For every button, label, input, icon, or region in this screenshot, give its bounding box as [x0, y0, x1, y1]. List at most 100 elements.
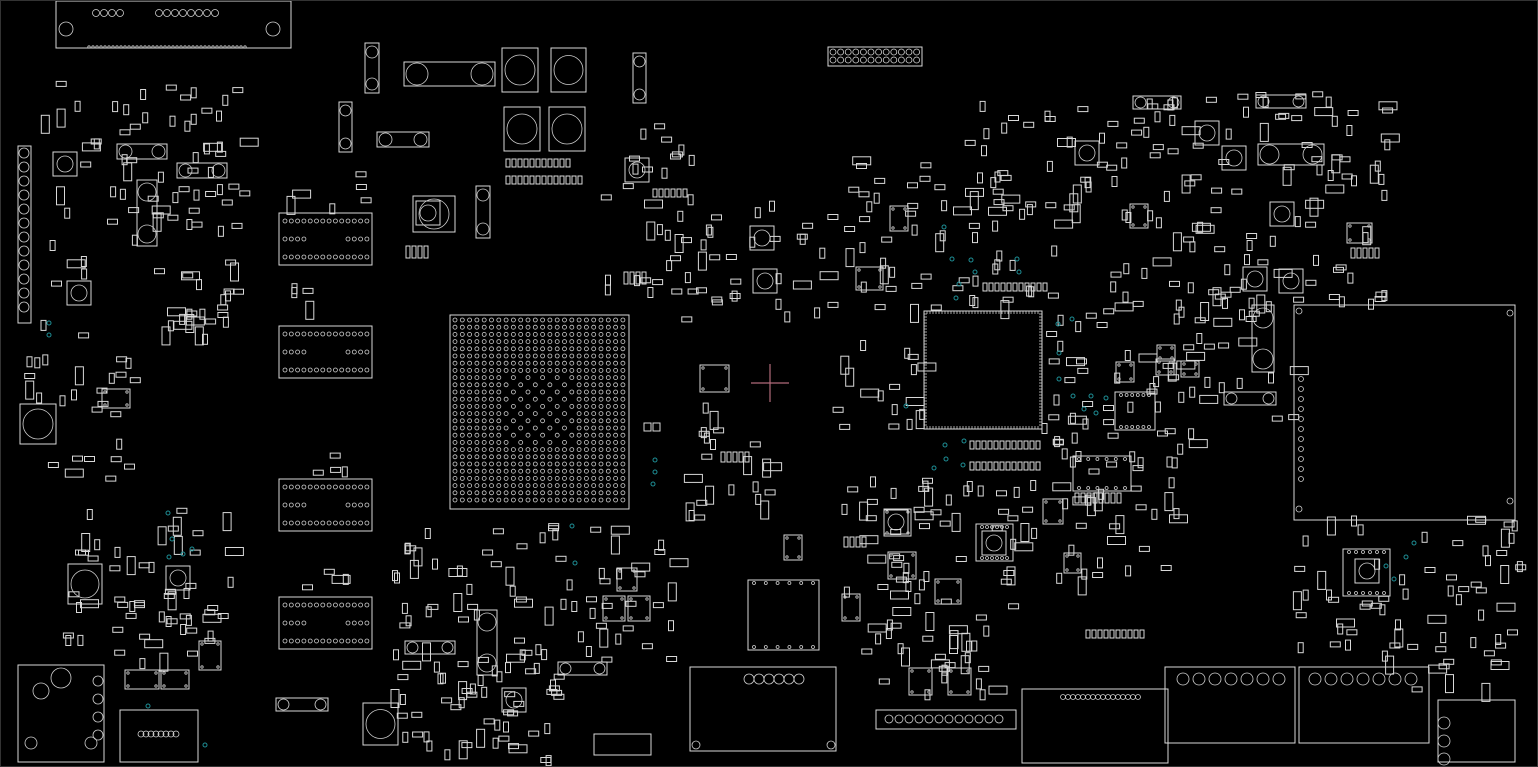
passive-outline: [1411, 686, 1423, 693]
pin-pad: [540, 353, 545, 359]
pin-pad: [875, 56, 882, 64]
pin-pad: [591, 382, 597, 388]
passive-outline: [1020, 523, 1030, 542]
passive-outline: [1149, 152, 1161, 159]
crystal-outline: [275, 697, 329, 712]
pin-pad: [452, 353, 458, 359]
array-pin: [981, 461, 987, 471]
passive-outline: [1374, 558, 1381, 570]
array-pin: [1006, 282, 1012, 292]
passive-outline: [1146, 388, 1158, 395]
pin-pad: [307, 218, 313, 224]
passive-outline: [110, 411, 122, 418]
pin-pad: [172, 730, 180, 738]
pin-pad: [496, 418, 502, 424]
passive-outline: [958, 277, 970, 284]
passive-outline: [914, 511, 934, 521]
pin-pad: [518, 339, 524, 345]
passive-outline: [1325, 96, 1332, 108]
pin-pad: [481, 454, 487, 460]
pin-pad: [598, 497, 604, 503]
passive-outline: [923, 571, 930, 582]
passive-outline: [975, 614, 987, 621]
pin-pad: [724, 366, 728, 370]
array-pin: [993, 461, 999, 471]
passive-outline: [1124, 350, 1131, 361]
pin-pad: [569, 432, 575, 438]
pin-pad: [540, 367, 545, 373]
ic-outline: [947, 667, 972, 696]
pin-pad: [613, 447, 618, 453]
pin-pad: [481, 375, 487, 381]
passive-outline: [1000, 300, 1010, 320]
passive-outline: [216, 141, 223, 153]
pin-pad: [799, 581, 804, 585]
pin-pad: [949, 669, 953, 673]
passive-outline: [1030, 480, 1037, 491]
passive-outline: [432, 558, 438, 570]
pin-pad: [163, 9, 171, 17]
pin-pad: [282, 236, 288, 242]
pin-pad: [295, 638, 301, 644]
pin-pad: [1298, 426, 1304, 432]
pin-pad: [518, 461, 524, 467]
passive-outline: [684, 272, 691, 284]
passive-outline: [1314, 107, 1334, 117]
pin-pad: [474, 475, 480, 481]
passive-outline: [969, 295, 976, 306]
passive-outline: [654, 123, 666, 130]
passive-outline: [972, 275, 979, 287]
passive-outline: [56, 186, 65, 206]
passive-outline: [178, 186, 190, 193]
pin-pad: [481, 339, 487, 345]
pin-pad: [496, 490, 502, 496]
pin-pad: [503, 468, 509, 474]
pin-pad: [633, 55, 646, 68]
passive-outline: [860, 388, 880, 398]
passive-outline: [1200, 302, 1210, 321]
passive-outline: [731, 290, 738, 302]
passive-outline: [194, 326, 204, 346]
electrolytic-cap-outline: [67, 563, 103, 605]
pin-pad: [576, 468, 582, 474]
pin-pad: [598, 461, 604, 467]
pin-pad: [1367, 224, 1371, 228]
pin-pad: [1125, 694, 1131, 700]
pin-pad: [345, 620, 351, 626]
pin-pad: [576, 367, 582, 373]
pin-pad: [620, 389, 626, 395]
passive-outline: [1214, 246, 1226, 253]
pin-pad: [18, 245, 30, 257]
pin-pad: [1298, 376, 1304, 382]
passive-outline: [711, 296, 723, 303]
pin-pad: [467, 490, 473, 496]
passive-outline: [1147, 210, 1154, 222]
ic-outline: [1072, 455, 1132, 492]
passive-outline: [1181, 174, 1191, 194]
pin-pad: [481, 331, 487, 337]
array-pin: [1091, 629, 1097, 639]
passive-outline: [670, 255, 681, 262]
pin-pad: [613, 468, 618, 474]
pin-pad: [525, 475, 531, 481]
passive-outline: [109, 565, 121, 572]
passive-outline: [72, 455, 83, 462]
pin-pad: [1246, 270, 1264, 288]
pin-pad: [1058, 519, 1062, 523]
passive-outline: [1010, 538, 1017, 550]
pin-pad: [591, 317, 597, 323]
pin-pad: [314, 638, 319, 644]
pin-pad: [503, 367, 509, 373]
passive-outline: [56, 108, 66, 128]
passive-outline: [399, 622, 411, 629]
array-pin: [658, 188, 664, 198]
pin-pad: [990, 556, 994, 560]
passive-outline: [1379, 604, 1386, 616]
passive-outline: [1205, 96, 1217, 103]
pin-pad: [511, 418, 516, 424]
pin-pad: [1080, 694, 1086, 700]
pin-pad: [511, 375, 516, 381]
passive-outline: [1114, 302, 1134, 312]
passive-outline: [1189, 386, 1196, 398]
